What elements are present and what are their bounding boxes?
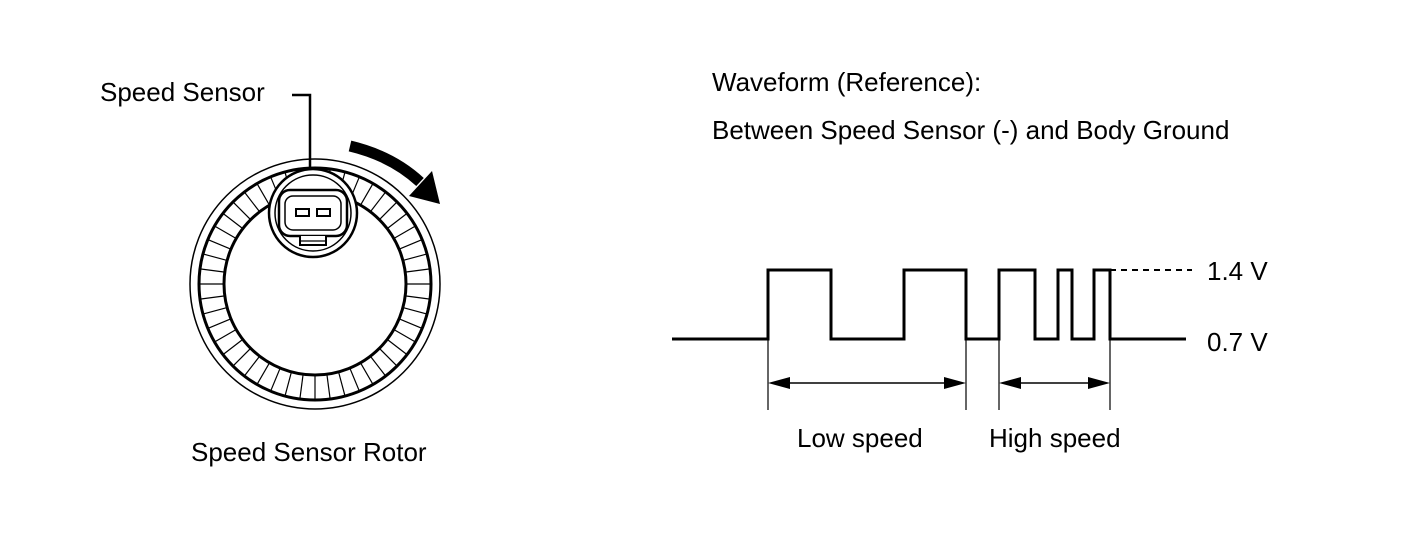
rotor-tooth: [202, 253, 228, 262]
rotor-tooth: [398, 239, 423, 250]
rotor-tooth: [256, 362, 271, 385]
rotor-tooth: [349, 367, 360, 392]
sensor-leader-line: [292, 93, 312, 170]
rotor-tooth: [214, 225, 237, 240]
rotor-tooth: [199, 295, 225, 300]
rotor-tooth: [405, 295, 431, 300]
waveform-title: Waveform (Reference):: [712, 67, 981, 97]
sensor-terminal-right: [316, 208, 331, 217]
rotor-tooth: [402, 253, 428, 262]
low-speed-label: Low speed: [797, 423, 923, 453]
rotor-tooth: [402, 306, 428, 315]
rotor-tooth: [393, 328, 416, 343]
rotor-tooth: [398, 318, 423, 329]
rotor-tooth: [232, 201, 252, 221]
rotor-tooth: [369, 355, 387, 377]
rotor-tooth: [222, 212, 244, 230]
rotor-outer-ring: [189, 158, 441, 410]
rotation-arrow-icon: [348, 140, 440, 204]
rotor-tooth: [243, 191, 261, 213]
speed-sensor-body: [267, 167, 359, 259]
speed-sensor-rotor-label: Speed Sensor Rotor: [191, 437, 427, 467]
rotor-tooth: [232, 347, 252, 367]
rotor-tooth: [405, 268, 431, 273]
rotor-tooth: [256, 183, 271, 206]
rotor-tooth: [284, 371, 293, 397]
speed-sensor-label: Speed Sensor: [100, 77, 265, 107]
dimension-extension-lines: [767, 339, 1111, 410]
rotor-tooth: [222, 338, 244, 356]
rotor-tooth: [393, 225, 416, 240]
rotor-tooth: [359, 183, 374, 206]
rotor-tooth: [386, 212, 408, 230]
waveform-signal: [672, 268, 1186, 341]
rotor-tooth: [386, 338, 408, 356]
rotor-tooth: [337, 371, 346, 397]
sensor-housing-inner: [274, 174, 352, 252]
rotor-tooth: [359, 362, 374, 385]
high-level-voltage-label: 1.4 V: [1207, 256, 1268, 286]
rotor-tooth: [378, 347, 398, 367]
rotor-teeth: [199, 168, 431, 400]
rotor-tooth: [202, 306, 228, 315]
high-speed-dimension-arrow: [999, 377, 1110, 389]
rotor-tooth: [299, 374, 304, 400]
rotor-tooth: [199, 268, 225, 273]
rotor-tooth: [207, 318, 232, 329]
rotor-tooth: [326, 374, 331, 400]
rotor-tooth: [270, 367, 281, 392]
rotor-tooth: [207, 239, 232, 250]
sensor-terminal-left: [295, 208, 310, 217]
rotor-tooth: [369, 191, 387, 213]
sensor-connector-inner: [284, 195, 342, 231]
waveform-subtitle: Between Speed Sensor (-) and Body Ground: [712, 115, 1229, 145]
rotor-tooth: [378, 201, 398, 221]
high-speed-label: High speed: [989, 423, 1121, 453]
low-level-voltage-label: 0.7 V: [1207, 327, 1268, 357]
low-speed-dimension-arrow: [768, 377, 966, 389]
rotor-tooth: [214, 328, 237, 343]
rotor-tooth: [243, 355, 261, 377]
